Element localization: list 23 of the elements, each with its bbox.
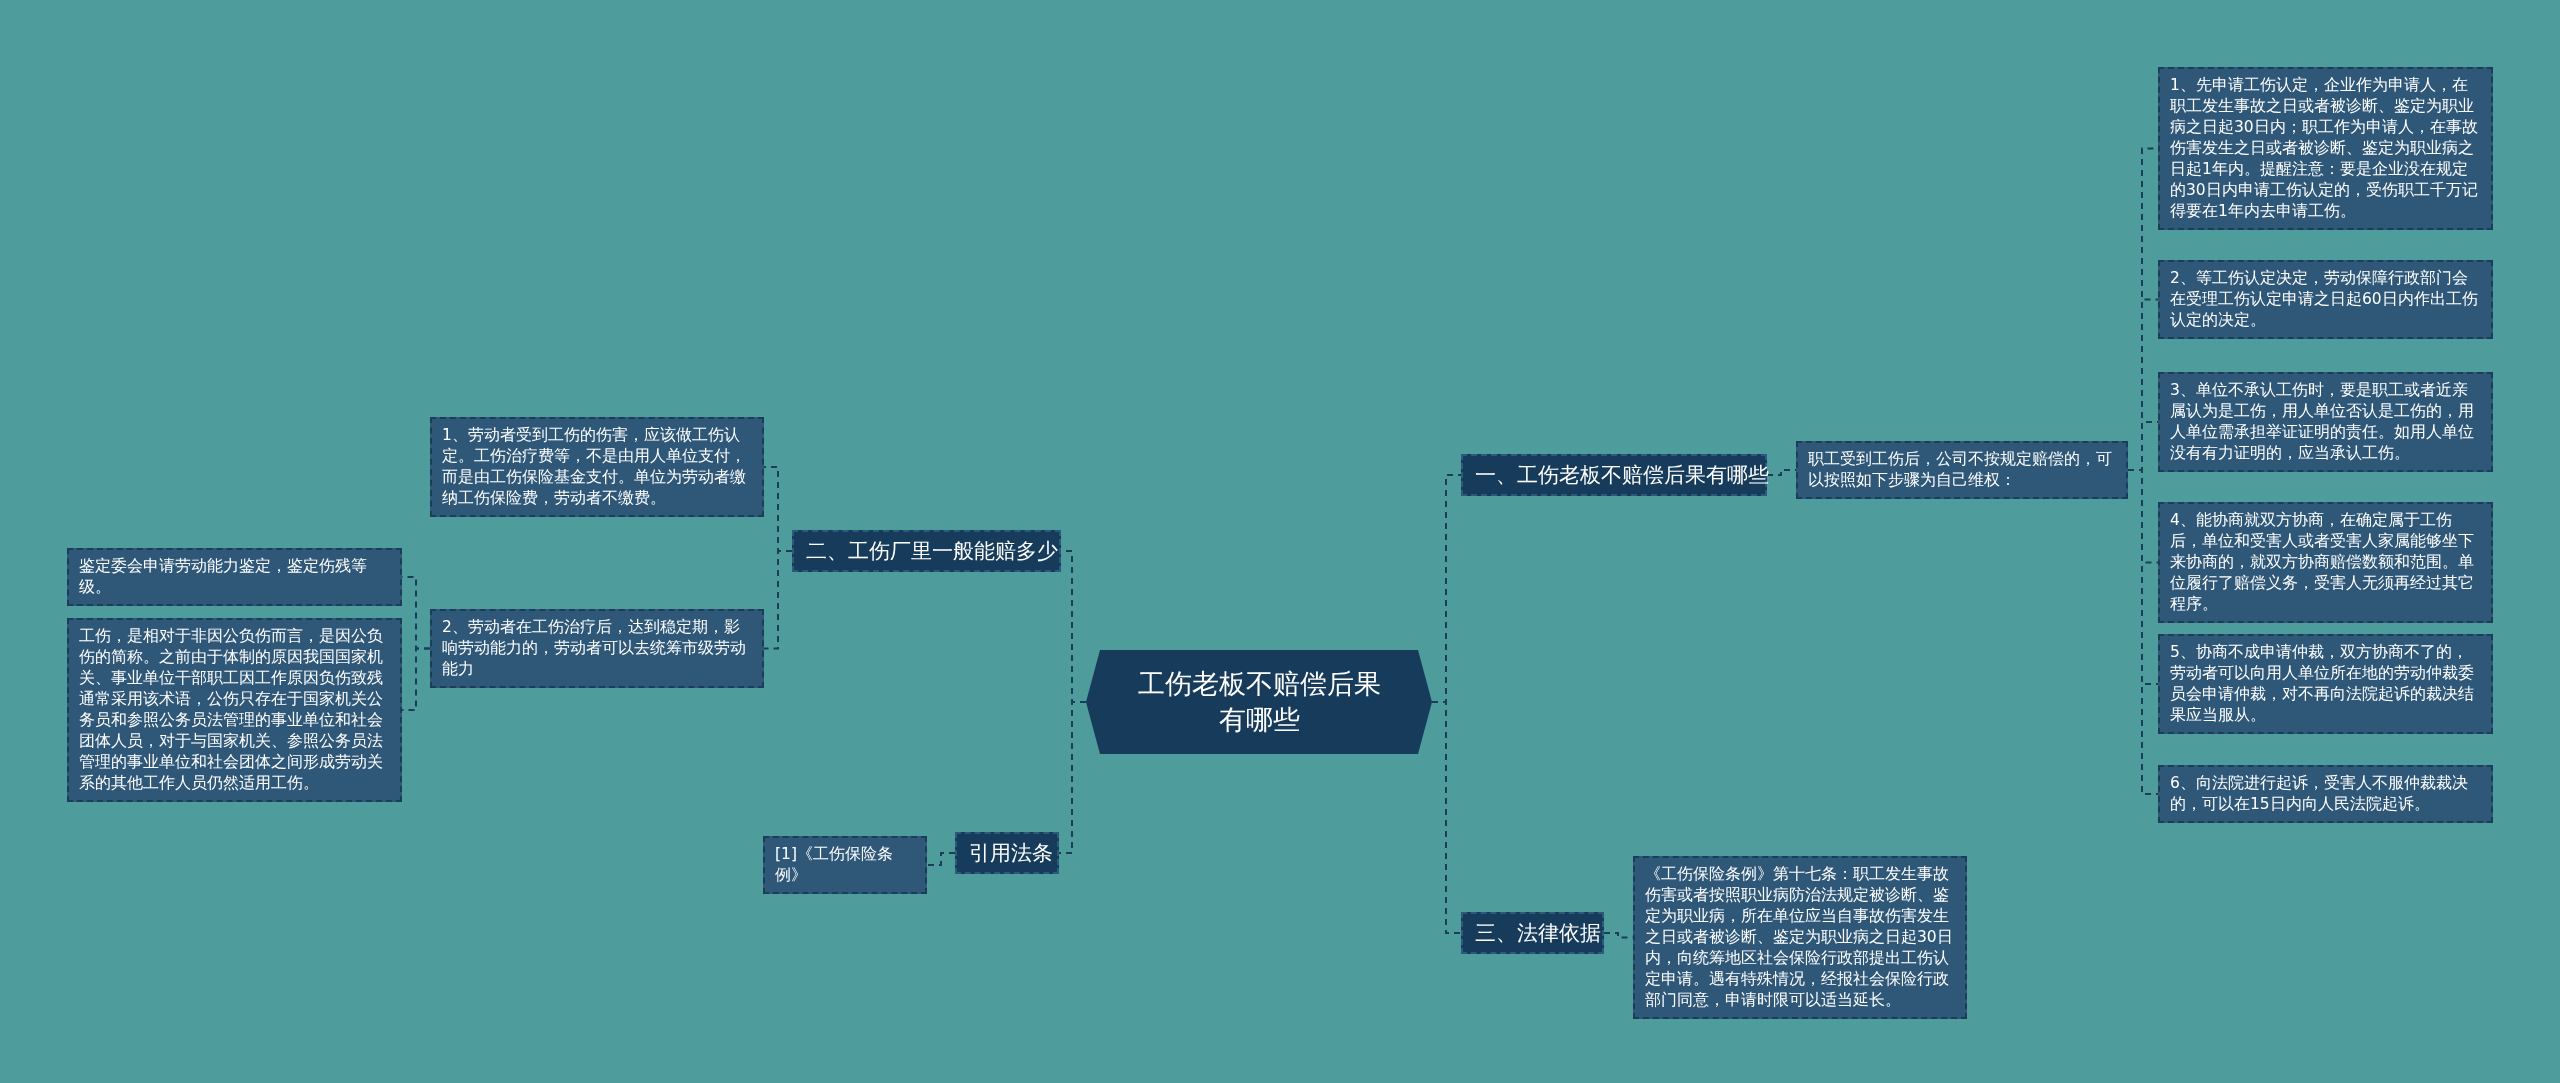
text-box: 工伤，是相对于非因公负伤而言，是因公负伤的简称。之前由于体制的原因我国国家机关、事业单位干部职工因工作原因负伤致残通常采用该术语，公伤只存在于国家机关公务员和参照公务员法管理的事业单位和社会团体人员，对于与国家机关、参照公务员法管理的事业单位和社会团体之间形成劳动关系的其他工作人员仍然适用工伤。 (67, 618, 402, 802)
text-box: 4、能协商就双方协商，在确定属于工伤后，单位和受害人或者受害人家属能够坐下来协商的，就双方协商赔偿数额和范围。单位履行了赔偿义务，受害人无须再经过其它程序。 (2158, 502, 2493, 623)
connector-line (926, 852, 956, 866)
topic-hexagon: 工伤老板不赔偿后果有哪些 (1086, 650, 1432, 754)
connector-line (763, 550, 793, 650)
connector-line (2127, 469, 2159, 795)
text-box: 1、劳动者受到工伤的伤害，应该做工伤认定。工伤治疗费等，不是由用人单位支付，而是由工伤保险基金支付。单位为劳动者缴纳工伤保险费，劳动者不缴费。 (430, 417, 764, 517)
branch-box: 三、法律依据 (1461, 912, 1604, 954)
text-box: [1]《工伤保险条例》 (763, 836, 927, 894)
branch-box: 一、工伤老板不赔偿后果有哪些 (1461, 454, 1767, 496)
text-box: 3、单位不承认工伤时，要是职工或者近亲属认为是工伤，用人单位否认是工伤的，用人单位需承担举证证明的责任。如用人单位没有有力证明的，应当承认工伤。 (2158, 372, 2493, 472)
text-box: 2、劳动者在工伤治疗后，达到稳定期，影响劳动能力的，劳动者可以去统筹市级劳动能力 (430, 609, 764, 688)
text-box: 鉴定委会申请劳动能力鉴定，鉴定伤残等级。 (67, 548, 402, 606)
connector-line (1058, 701, 1087, 854)
branch-box: 二、工伤厂里一般能赔多少 (792, 530, 1061, 572)
text-box: 《工伤保险条例》第十七条：职工发生事故伤害或者按照职业病防治法规定被诊断、鉴定为职业病，所在单位应当自事故伤害发生之日或者被诊断、鉴定为职业病之日起30日内，向统筹地区社会保险行政部提出工伤认定申请。遇有特殊情况，经报社会保险行政部门同意，申请时限可以适当延长。 (1633, 856, 1967, 1019)
text-box: 2、等工伤认定决定，劳动保障行政部门会在受理工伤认定申请之日起60日内作出工伤认定的决定。 (2158, 260, 2493, 339)
text-box: 1、先申请工伤认定，企业作为申请人，在职工发生事故之日或者被诊断、鉴定为职业病之日起30日内；职工作为申请人，在事故伤害发生之日或者被诊断、鉴定为职业病之日起1年内。提醒注意：要是企业没在规定的30日内申请工伤认定的，受伤职工千万记得要在1年内去申请工伤。 (2158, 67, 2493, 230)
text-box: 6、向法院进行起诉，受害人不服仲裁裁决的，可以在15日内向人民法院起诉。 (2158, 765, 2493, 823)
branch-box: 引用法条 (955, 832, 1059, 874)
text-box: 职工受到工伤后，公司不按规定赔偿的，可以按照如下步骤为自己维权： (1796, 441, 2128, 499)
text-box: 5、协商不成申请仲裁，双方协商不了的，劳动者可以向用人单位所在地的劳动仲裁委员会申请仲裁，对不再向法院起诉的裁决结果应当服从。 (2158, 634, 2493, 734)
connector-line (1431, 701, 1462, 934)
